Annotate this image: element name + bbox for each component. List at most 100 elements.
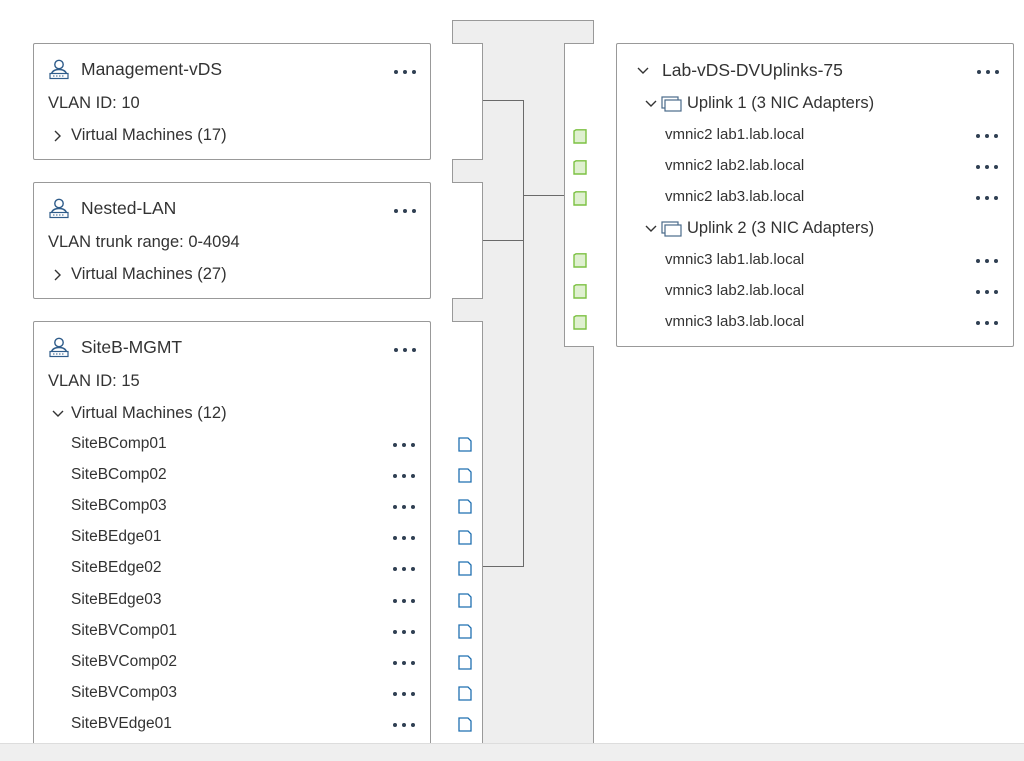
vm-name: SiteBVEdge01	[71, 714, 172, 732]
vm-row[interactable]: SiteBVComp01	[34, 619, 430, 645]
more-actions-icon[interactable]	[393, 597, 415, 605]
more-actions-icon[interactable]	[976, 163, 998, 171]
vms-expander[interactable]: Virtual Machines (27)	[51, 265, 227, 284]
nic-name: vmnic3 lab1.lab.local	[665, 251, 805, 268]
more-actions-icon[interactable]	[976, 319, 998, 327]
more-actions-icon[interactable]	[393, 441, 415, 449]
more-actions-icon[interactable]	[394, 68, 416, 76]
portgroup-name: SiteB-MGMT	[81, 336, 183, 357]
portgroup-title[interactable]: Management-vDS	[48, 58, 222, 80]
vms-label: Virtual Machines (17)	[71, 126, 227, 144]
portgroup-card-management-vds: Management-vDS VLAN ID: 10 Virtual Machi…	[33, 43, 431, 160]
vm-row[interactable]: SiteBVComp02	[34, 650, 430, 676]
more-actions-icon[interactable]	[976, 257, 998, 265]
vm-row[interactable]: SiteBComp01	[34, 432, 430, 458]
vms-expander[interactable]: Virtual Machines (17)	[51, 126, 227, 145]
portgroup-title[interactable]: Nested-LAN	[48, 197, 176, 219]
vm-name: SiteBComp02	[71, 466, 167, 484]
vm-port-icon	[458, 623, 472, 639]
vm-name: SiteBComp01	[71, 435, 167, 452]
vlan-detail: VLAN trunk range: 0-4094	[48, 233, 240, 251]
nic-row[interactable]: vmnic2 lab3.lab.local	[617, 185, 1013, 211]
vm-port-icon	[458, 468, 472, 483]
wire	[483, 100, 523, 101]
horizontal-scrollbar[interactable]	[0, 743, 1024, 761]
vm-port-icon	[458, 437, 472, 452]
vm-row[interactable]: SiteBComp02	[34, 463, 430, 489]
nic-row[interactable]: vmnic2 lab2.lab.local	[617, 154, 1013, 180]
more-actions-icon[interactable]	[393, 534, 415, 542]
uplink-group-2[interactable]: Uplink 2 (3 NIC Adapters)	[644, 219, 874, 238]
vlan-detail: VLAN ID: 10	[48, 94, 140, 112]
vlan-detail: VLAN ID: 15	[48, 372, 140, 390]
vm-row[interactable]: SiteBEdge03	[34, 588, 430, 614]
more-actions-icon[interactable]	[976, 132, 998, 140]
more-actions-icon[interactable]	[393, 503, 415, 511]
uplink-port-icon	[573, 284, 587, 299]
more-actions-icon[interactable]	[393, 565, 415, 573]
chevron-down-icon	[52, 410, 64, 417]
uplink-port-icon	[573, 191, 587, 206]
portgroup-icon	[49, 198, 69, 219]
chevron-right-icon	[54, 269, 61, 280]
vm-name: SiteBVComp03	[71, 683, 177, 701]
portgroup-icon	[49, 59, 69, 80]
chevron-down-icon	[645, 225, 657, 232]
nic-name: vmnic2 lab3.lab.local	[665, 188, 805, 205]
portgroup-name: Management-vDS	[81, 58, 223, 79]
switch-portgroup-tab	[452, 43, 483, 160]
uplinks-title[interactable]: Lab-vDS-DVUplinks-75	[636, 60, 843, 81]
uplink-group-label: Uplink 2 (3 NIC Adapters)	[687, 219, 875, 237]
more-actions-icon[interactable]	[393, 721, 415, 729]
vm-name: SiteBComp03	[71, 497, 167, 515]
vm-name: SiteBVComp01	[71, 621, 177, 639]
uplink-group-icon	[661, 220, 682, 237]
portgroup-card-siteb-mgmt: SiteB-MGMT VLAN ID: 15 Virtual Machines …	[33, 321, 431, 760]
uplink-group-1[interactable]: Uplink 1 (3 NIC Adapters)	[644, 94, 874, 113]
more-actions-icon[interactable]	[394, 207, 416, 215]
wire	[523, 195, 564, 196]
portgroup-name: Nested-LAN	[81, 197, 177, 218]
more-actions-icon[interactable]	[393, 472, 415, 480]
chevron-down-icon	[637, 67, 649, 74]
vm-name: SiteBEdge01	[71, 528, 162, 546]
more-actions-icon[interactable]	[394, 346, 416, 354]
chevron-down-icon	[645, 100, 657, 107]
vms-label: Virtual Machines (27)	[71, 265, 227, 283]
vms-label: Virtual Machines (12)	[71, 404, 227, 422]
more-actions-icon[interactable]	[976, 194, 998, 202]
uplink-group-icon	[661, 95, 682, 112]
vm-row[interactable]: SiteBEdge01	[34, 525, 430, 551]
nic-row[interactable]: vmnic3 lab1.lab.local	[617, 248, 1013, 274]
vm-row[interactable]: SiteBVComp03	[34, 681, 430, 707]
portgroup-title[interactable]: SiteB-MGMT	[48, 336, 182, 358]
uplink-port-icon	[573, 315, 587, 330]
wire	[483, 566, 523, 567]
nic-row[interactable]: vmnic3 lab2.lab.local	[617, 279, 1013, 305]
uplink-port-icon	[573, 253, 587, 268]
more-actions-icon[interactable]	[393, 659, 415, 667]
portgroup-icon	[49, 337, 69, 358]
more-actions-icon[interactable]	[977, 68, 999, 76]
vm-row[interactable]: SiteBVEdge01	[34, 712, 430, 738]
nic-name: vmnic3 lab2.lab.local	[665, 282, 805, 299]
switch-portgroup-tab	[452, 182, 483, 299]
portgroup-card-nested-lan: Nested-LAN VLAN trunk range: 0-4094 Virt…	[33, 182, 431, 299]
vms-expander[interactable]: Virtual Machines (12)	[51, 404, 227, 423]
vm-name: SiteBVComp02	[71, 652, 177, 670]
vm-name: SiteBEdge03	[71, 590, 162, 608]
vm-row[interactable]: SiteBComp03	[34, 494, 430, 520]
vm-row[interactable]: SiteBEdge02	[34, 556, 430, 582]
vm-port-icon	[458, 499, 472, 514]
more-actions-icon[interactable]	[976, 288, 998, 296]
nic-row[interactable]: vmnic3 lab3.lab.local	[617, 310, 1013, 336]
vm-port-icon	[458, 686, 472, 701]
nic-row[interactable]: vmnic2 lab1.lab.local	[617, 123, 1013, 149]
nic-name: vmnic2 lab1.lab.local	[665, 126, 805, 143]
vm-port-icon	[458, 592, 472, 608]
more-actions-icon[interactable]	[393, 690, 415, 698]
vm-port-icon	[458, 530, 472, 545]
uplinks-card: Lab-vDS-DVUplinks-75 Uplink 1 (3 NIC Ada…	[616, 43, 1014, 347]
uplink-port-icon	[573, 160, 587, 175]
more-actions-icon[interactable]	[393, 628, 415, 636]
